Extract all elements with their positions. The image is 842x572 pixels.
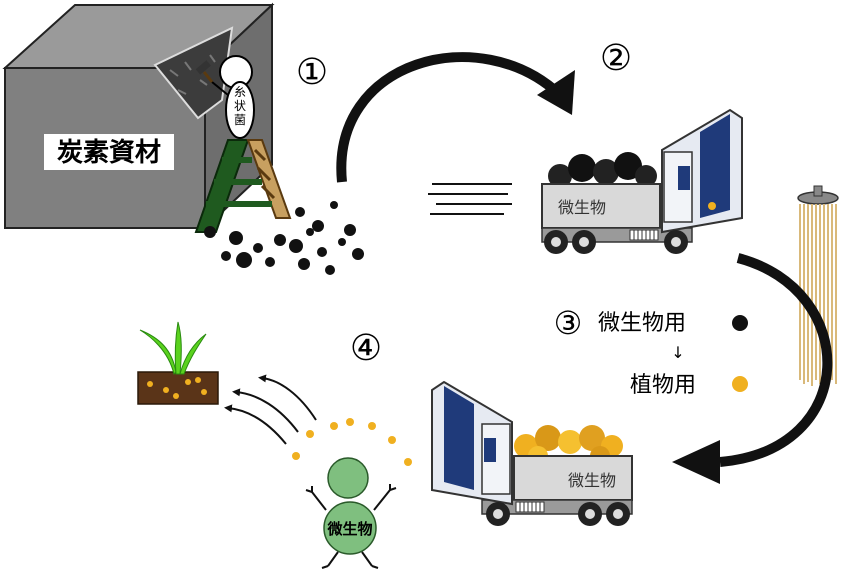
legend: 微生物用 ↓ 植物用	[598, 311, 748, 398]
hammer-icon	[195, 60, 214, 83]
truck-top-label: 微生物	[558, 198, 606, 217]
thrown-seeds	[292, 418, 412, 466]
ladder-icon	[194, 139, 292, 233]
mycelium-shower-icon	[797, 185, 839, 386]
soil-with-sprout	[137, 321, 219, 405]
fungus-char-1: 糸	[234, 85, 246, 99]
legend-top-label: 微生物用	[598, 311, 686, 336]
truck-bottom-bed	[513, 455, 633, 501]
creature-label: 微生物	[326, 520, 372, 538]
arrow-to-bottom-truck	[719, 253, 833, 467]
step-4-label: ④	[350, 328, 382, 369]
step-1-marker: ①	[296, 52, 328, 93]
creature-head	[327, 457, 369, 499]
microbe-creature: 微生物	[305, 457, 397, 569]
sprout-icon	[139, 321, 207, 375]
truck-bottom-stripe	[444, 386, 474, 490]
legend-gold-dot	[732, 376, 748, 392]
creature-body	[323, 501, 377, 555]
coal-fragments	[204, 201, 364, 275]
soil-block	[137, 371, 219, 405]
fungus-figure: 糸 状 菌	[195, 55, 255, 139]
creature-limbs	[305, 484, 397, 569]
step-3-label: ③	[554, 304, 583, 342]
fungus-char-2: 状	[234, 99, 246, 113]
fungus-body	[225, 81, 255, 139]
truck-bottom-label: 微生物	[568, 471, 616, 490]
speed-lines-icon	[428, 183, 512, 215]
motion-arcs	[224, 374, 317, 445]
step-1-label: ①	[296, 52, 328, 93]
block-label-box	[44, 134, 174, 170]
arrow-to-truck	[336, 52, 564, 183]
truck-top: 微生物	[541, 108, 743, 254]
legend-arrow: ↓	[671, 343, 684, 362]
arrow-to-truck-head	[537, 70, 575, 115]
step-4-marker: ④	[350, 328, 382, 369]
arrow-to-bottom-truck-head	[672, 440, 720, 484]
step-2-label: ②	[600, 38, 632, 79]
truck-top-bed	[541, 183, 661, 229]
block-label: 炭素資材	[57, 138, 161, 168]
carbon-material-block: 炭素資材	[2, 2, 275, 231]
step-3-marker: ③	[554, 304, 583, 342]
truck-top-stripe	[700, 114, 730, 218]
legend-black-dot	[732, 315, 748, 331]
truck-top-load	[548, 152, 657, 188]
truck-bottom: 微生物	[431, 380, 633, 526]
legend-bottom-label: 植物用	[630, 373, 696, 398]
step-2-marker: ②	[600, 38, 632, 79]
block-carved-hole	[153, 26, 234, 120]
fungus-char-3: 菌	[234, 113, 246, 127]
